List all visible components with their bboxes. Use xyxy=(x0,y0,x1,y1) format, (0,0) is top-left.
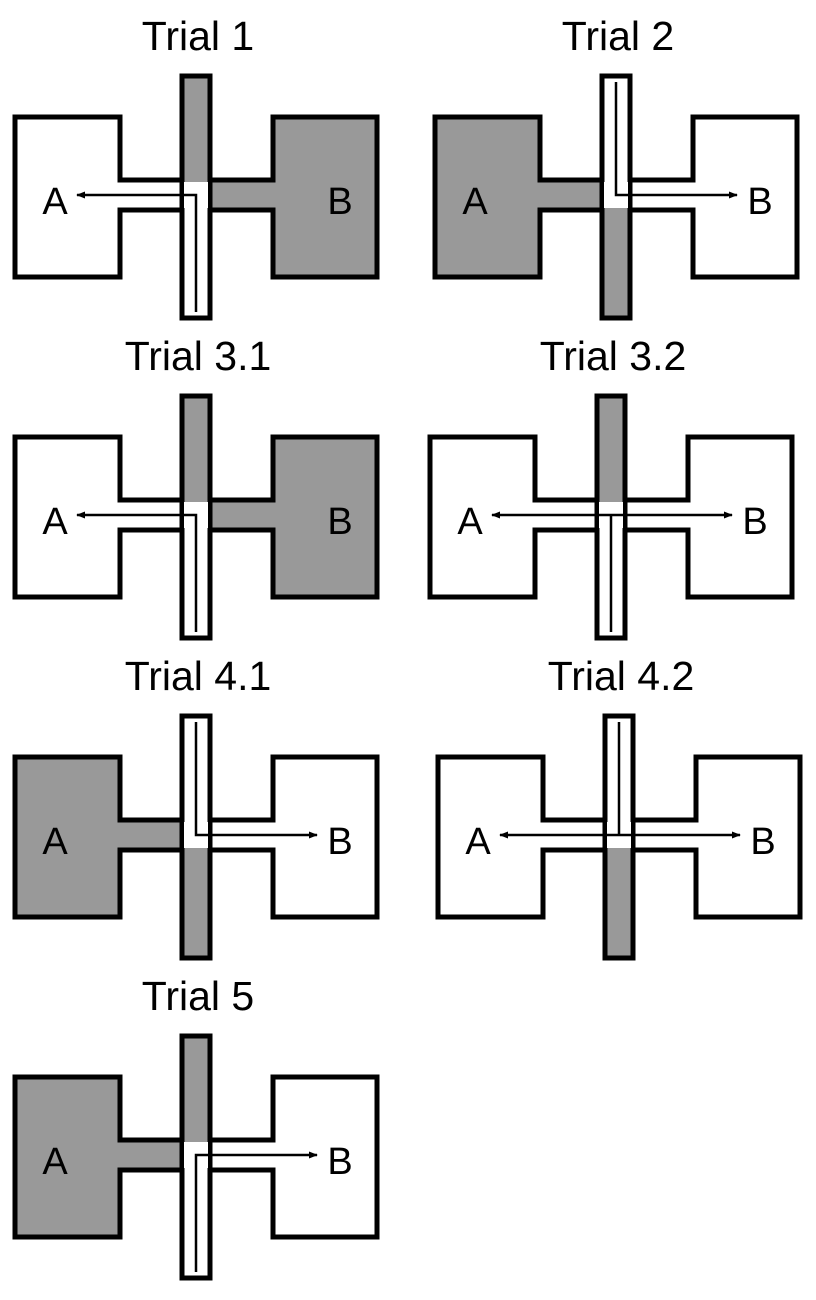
path-arrow-right xyxy=(614,82,738,199)
room-label-b: B xyxy=(750,821,775,863)
trial-panel-2: Trial 2 A B xyxy=(432,13,800,321)
room-label-b: B xyxy=(327,1141,352,1183)
trial-panel-7: Trial 5 A B xyxy=(12,973,380,1281)
path-arrow-left xyxy=(76,511,198,632)
path-arrow-right xyxy=(194,1151,318,1272)
trial-title: Trial 2 xyxy=(562,13,674,59)
room-label-a: A xyxy=(462,181,488,223)
room-label-a: A xyxy=(465,821,491,863)
room-label-a: A xyxy=(457,501,483,543)
path-arrow-left xyxy=(76,191,198,312)
path-arrow-right xyxy=(194,722,318,839)
room-label-b: B xyxy=(327,501,352,543)
arm-top xyxy=(179,1033,213,1158)
room-label-a: A xyxy=(42,1141,68,1183)
arm-top xyxy=(179,393,213,518)
room-label-a: A xyxy=(42,181,68,223)
room-label-b: B xyxy=(747,181,772,223)
trial-panel-1: Trial 1 A B xyxy=(12,13,380,321)
arm-bottom xyxy=(602,832,636,961)
arm-top xyxy=(179,73,213,198)
trial-panel-6: Trial 4.2A B xyxy=(435,653,803,961)
arm-bottom xyxy=(179,832,213,961)
trial-title: Trial 1 xyxy=(142,13,254,59)
trial-title: Trial 4.2 xyxy=(548,653,695,699)
trial-title: Trial 3.1 xyxy=(125,333,272,379)
room-label-a: A xyxy=(42,501,68,543)
arm-bottom xyxy=(599,192,633,321)
trial-title: Trial 3.2 xyxy=(540,333,687,379)
room-label-b: B xyxy=(742,501,767,543)
room-label-b: B xyxy=(327,821,352,863)
room-label-a: A xyxy=(42,821,68,863)
trial-title: Trial 5 xyxy=(142,973,254,1019)
trial-panel-4: Trial 3.2A B xyxy=(427,333,795,641)
trial-panel-3: Trial 3.1A B xyxy=(12,333,380,641)
trial-panel-5: Trial 4.1A B xyxy=(12,653,380,961)
arm-top xyxy=(594,393,628,518)
trial-title: Trial 4.1 xyxy=(125,653,272,699)
room-label-b: B xyxy=(327,181,352,223)
